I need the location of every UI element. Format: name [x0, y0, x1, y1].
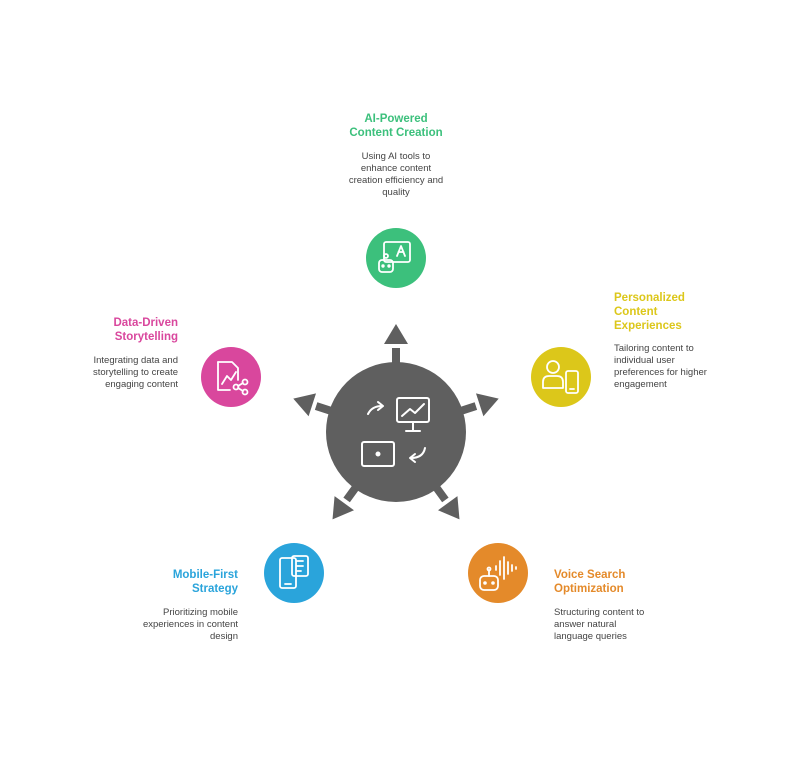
ai-desc-line: quality: [382, 187, 410, 198]
personalized-description: Tailoring content to individual user pre…: [614, 343, 774, 391]
mobile-desc-line: experiences in content: [142, 619, 238, 630]
voice-title-line: Optimization: [554, 583, 624, 595]
personalized-title-line: Personalized: [614, 292, 685, 304]
user-phone-icon: [542, 360, 579, 394]
node-mobile: [264, 543, 324, 603]
personalized-desc-line: individual user: [614, 355, 675, 366]
monitor-laptop-exchange-icon: [361, 397, 430, 467]
mobile-title: Mobile-First Strategy: [78, 568, 238, 596]
data-title: Data-Driven Storytelling: [18, 316, 178, 344]
data-desc-line: Integrating data and: [93, 355, 178, 366]
node-voice: [468, 543, 528, 603]
data-chart-share-icon: [217, 361, 249, 396]
data-title-line: Storytelling: [114, 331, 178, 343]
voice-desc-line: Structuring content to: [554, 607, 645, 618]
ai-image-robot-icon: [378, 241, 411, 273]
data-description: Integrating data and storytelling to cre…: [18, 355, 178, 391]
personalized-title-line: Experiences: [614, 320, 682, 332]
ai-title-line: AI-Powered: [364, 113, 428, 125]
personalized-desc-line: Tailoring content to: [614, 343, 694, 354]
mobile-title-line: Strategy: [191, 583, 238, 595]
personalized-desc-line: engagement: [614, 379, 667, 390]
node-ai: [366, 228, 426, 288]
data-desc-line: engaging content: [105, 379, 178, 390]
node-personalized: [531, 347, 591, 407]
mobile-desc-line: design: [210, 631, 238, 642]
ai-desc-line: Using AI tools to: [361, 151, 431, 162]
personalized-desc-line: preferences for higher: [614, 367, 707, 378]
ai-title: AI-Powered Content Creation: [316, 112, 476, 140]
ai-desc-line: creation efficiency and: [348, 175, 444, 186]
hub-circle: [326, 362, 466, 502]
node-data: [201, 347, 261, 407]
mobile-desc-line: Prioritizing mobile: [163, 607, 238, 618]
ai-title-line: Content Creation: [349, 127, 443, 139]
ai-description: Using AI tools to enhance content creati…: [316, 151, 476, 199]
voice-description: Structuring content to answer natural la…: [554, 607, 714, 643]
voice-robot-icon: [479, 556, 517, 591]
mobile-title-line: Mobile-First: [172, 569, 238, 581]
voice-title-line: Voice Search: [554, 569, 626, 581]
hub: [326, 362, 466, 502]
personalized-title: Personalized Content Experiences: [614, 291, 774, 333]
ai-desc-line: enhance content: [360, 163, 432, 174]
data-title-line: Data-Driven: [113, 317, 178, 329]
mobile-description: Prioritizing mobile experiences in conte…: [78, 607, 238, 643]
mobile-devices-icon: [279, 555, 309, 589]
voice-desc-line: language queries: [554, 631, 627, 642]
voice-title: Voice Search Optimization: [554, 568, 714, 596]
voice-desc-line: answer natural: [554, 619, 617, 630]
data-desc-line: storytelling to create: [92, 367, 178, 378]
personalized-title-line: Content: [614, 306, 658, 318]
